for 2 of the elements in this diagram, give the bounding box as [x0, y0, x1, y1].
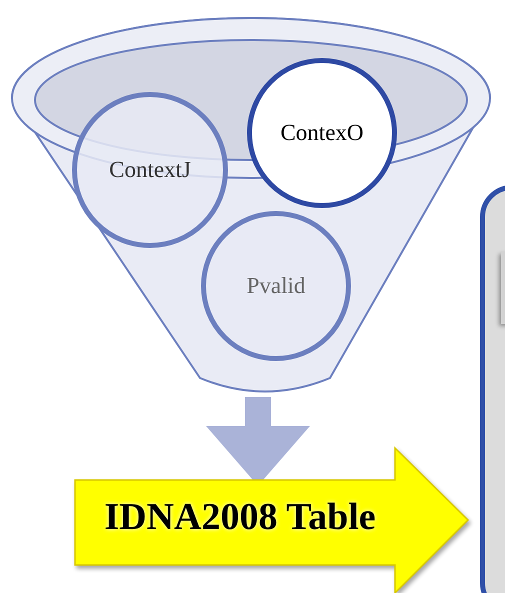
arrow-shape — [75, 448, 470, 593]
arrow-label: IDNA2008 Table — [103, 495, 377, 539]
